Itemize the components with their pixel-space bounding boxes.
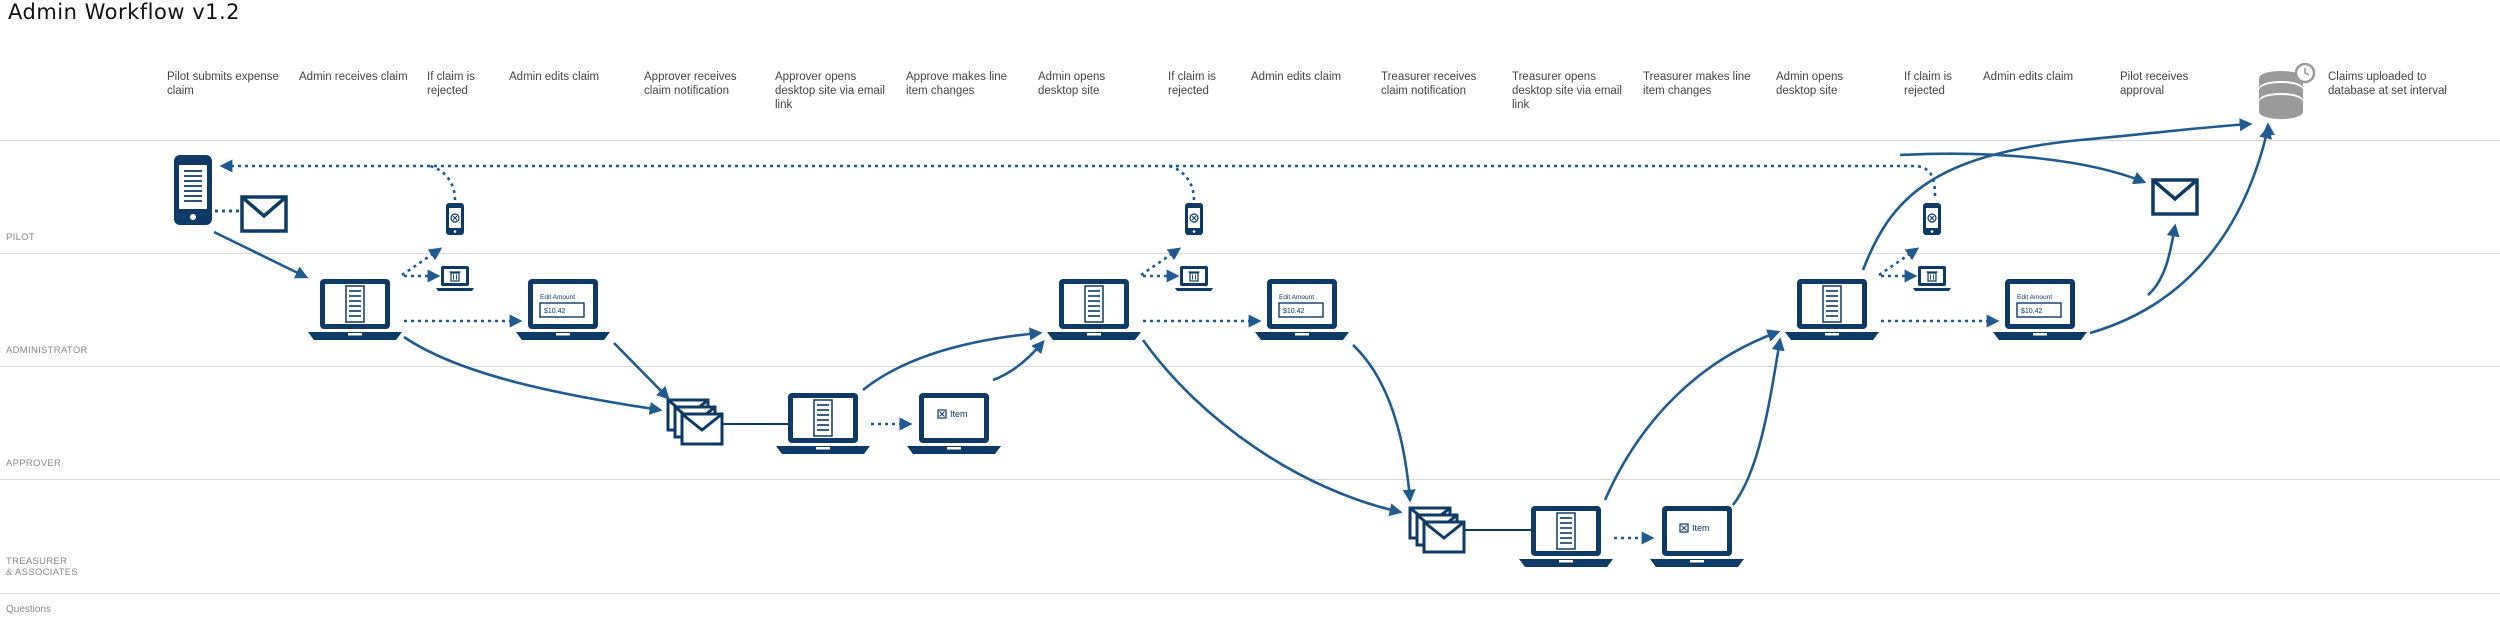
- step-label: Approver receives claim notification: [644, 71, 737, 97]
- edit-amount-label: Edit Amount: [540, 294, 575, 301]
- item-laptop-icon: Item: [907, 393, 1001, 454]
- item-label: Item: [1692, 523, 1710, 533]
- lane-label-line: TREASURER: [6, 556, 68, 567]
- item-laptop-icon: Item: [1650, 506, 1744, 567]
- lane-divider: [0, 366, 2500, 367]
- trash-icon: [1912, 265, 1952, 292]
- step-label: Admin edits claim: [1251, 71, 1342, 83]
- step-label: If claim is rejected: [427, 71, 475, 97]
- rejection-phone-icon: [445, 202, 465, 236]
- envelope-icon: [2151, 178, 2199, 216]
- flow-connectors: [213, 118, 2275, 545]
- step-label: Claims uploaded to database at set inter…: [2328, 71, 2447, 97]
- step-label: Admin edits claim: [509, 71, 600, 83]
- step-label: Pilot receives approval: [2120, 71, 2189, 97]
- edit-amount-value: $10.42: [1283, 308, 1305, 315]
- step-label: If claim is rejected: [1168, 71, 1216, 97]
- step-label: If claim is rejected: [1904, 71, 1952, 97]
- step-label: Pilot submits expense claim: [167, 71, 279, 97]
- clock-icon: [2294, 62, 2316, 84]
- lane-label-administrator: ADMINISTRATOR: [6, 345, 88, 356]
- lane-label-line: & ASSOCIATES: [6, 567, 79, 578]
- trash-icon: [1174, 265, 1214, 292]
- item-label: Item: [950, 409, 968, 419]
- edit-amount-label: Edit Amount: [2017, 294, 2052, 301]
- rejection-phone-icon: [1184, 202, 1204, 236]
- lane-divider: [0, 593, 2500, 594]
- questions-label: Questions: [6, 604, 52, 615]
- lane-label-treasurer: TREASURER & ASSOCIATES: [6, 556, 78, 578]
- edit-amount-laptop-icon: Edit Amount $10.42: [516, 279, 610, 340]
- laptop-icon: [775, 392, 871, 455]
- database-icon: [2259, 71, 2303, 119]
- edit-amount-value: $10.42: [544, 308, 566, 315]
- step-label: Admin opens desktop site: [1776, 71, 1844, 97]
- envelope-stack-icon: [1408, 506, 1466, 554]
- edit-amount-value: $10.42: [2021, 308, 2043, 315]
- step-label: Treasurer opens desktop site via email l…: [1512, 71, 1622, 111]
- lane-label-pilot: PILOT: [6, 232, 35, 243]
- laptop-icon: [1518, 505, 1614, 568]
- step-label: Approve makes line item changes: [906, 71, 1007, 97]
- edit-amount-label: Edit Amount: [1279, 294, 1314, 301]
- trash-icon: [435, 265, 475, 292]
- laptop-icon: [1784, 278, 1880, 341]
- step-label: Treasurer receives claim notification: [1381, 71, 1477, 97]
- step-label: Treasurer makes line item changes: [1643, 71, 1751, 97]
- lane-divider: [0, 479, 2500, 480]
- rejection-phone-icon: [1922, 202, 1942, 236]
- lane-divider: [0, 253, 2500, 254]
- page-title: Admin Workflow v1.2: [8, 0, 241, 24]
- envelope-stack-icon: [666, 398, 724, 446]
- step-label: Admin edits claim: [1983, 71, 2074, 83]
- step-label: Admin opens desktop site: [1038, 71, 1106, 97]
- lane-label-approver: APPROVER: [6, 458, 62, 469]
- step-label: Approver opens desktop site via email li…: [775, 71, 885, 111]
- edit-amount-laptop-icon: Edit Amount $10.42: [1255, 279, 1349, 340]
- envelope-icon: [240, 195, 288, 233]
- laptop-icon: [307, 278, 403, 341]
- step-label: Admin receives claim: [299, 71, 408, 83]
- laptop-icon: [1046, 278, 1142, 341]
- edit-amount-laptop-icon: Edit Amount $10.42: [1993, 279, 2087, 340]
- phone-icon: [174, 155, 212, 225]
- lane-divider: [0, 140, 2500, 141]
